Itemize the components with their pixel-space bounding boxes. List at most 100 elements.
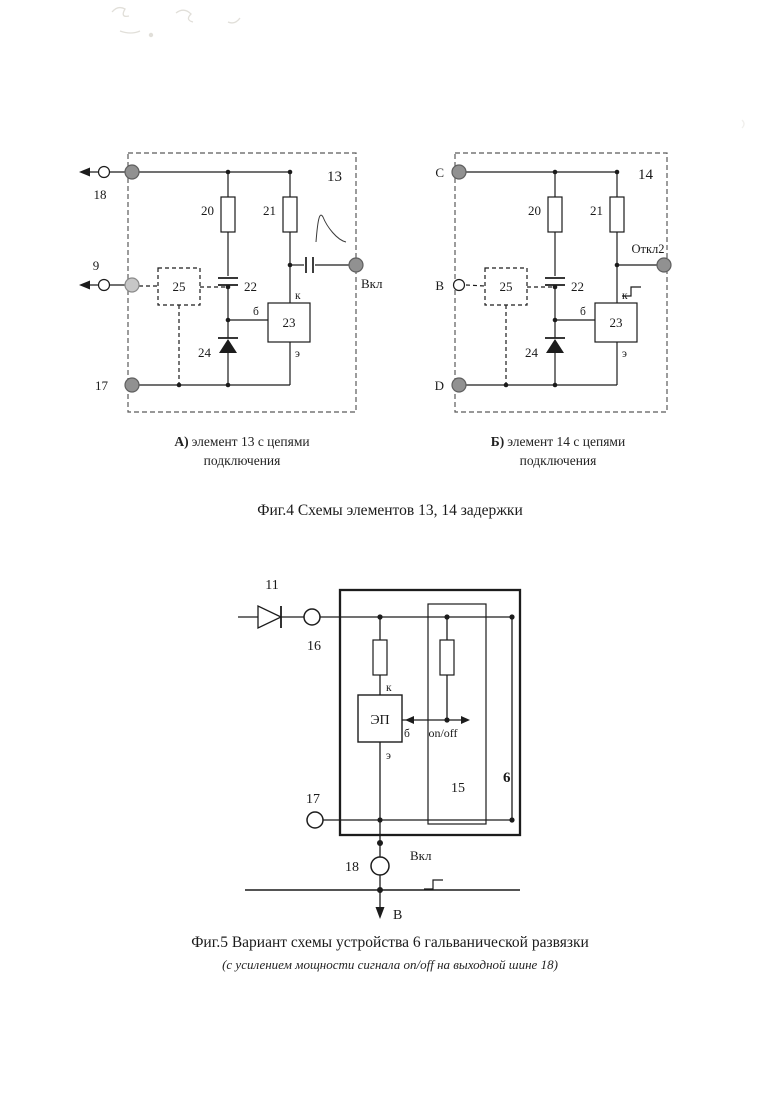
terminal-17: [306, 811, 324, 829]
transistor-23: [594, 302, 638, 343]
step-signal-icon: [622, 286, 641, 297]
terminal-18: [370, 856, 390, 876]
transistor-23: [267, 302, 311, 343]
element14-labels: 14 C B D 20 21 22 23 24 25 к б э Откл2: [435, 165, 665, 393]
terminal-16: [303, 608, 321, 626]
resistor-21-label: 21: [590, 203, 603, 218]
input-node-9: [97, 278, 111, 292]
resistor-20-label: 20: [201, 203, 214, 218]
arrow-left-icon: [405, 716, 414, 724]
block-25-label: 25: [500, 279, 513, 294]
junction-dots: [503, 169, 620, 388]
pin-e-label: э: [386, 750, 391, 762]
junction-dots: [377, 614, 515, 893]
arrow-right-icon: [461, 716, 470, 724]
terminal-otkl2: [656, 257, 672, 273]
terminal-17: [124, 377, 140, 393]
pin-b-label: б: [404, 728, 410, 740]
resistor-20: [547, 196, 563, 233]
input-node-b: [452, 278, 466, 292]
transistor-23-label: 23: [610, 315, 623, 330]
transistor-23-label: 23: [283, 315, 296, 330]
scan-artifacts: [111, 6, 745, 129]
output-vkl-label: Вкл: [410, 848, 432, 863]
capacitor-22: [545, 277, 565, 286]
caption-b-line2: подключения: [519, 453, 597, 468]
capacitor-22-label: 22: [571, 279, 584, 294]
amplifier-ep-label: ЭП: [370, 713, 389, 728]
caption-a-text: элемент 13 с цепями: [191, 434, 310, 449]
terminal-vkl: [348, 257, 364, 273]
resistor-20-label: 20: [528, 203, 541, 218]
element14-wires: [459, 171, 660, 386]
terminal-c-label: C: [435, 165, 444, 180]
terminal-d-label: D: [435, 378, 444, 393]
fig5-diagram: 11 16 17 18 6 15 ЭП к б э on/off Вкл В: [238, 578, 522, 923]
input-b-label: B: [435, 278, 444, 293]
output-capacitor: [305, 257, 314, 273]
resistor-21: [609, 196, 625, 233]
diode-11: [257, 604, 283, 630]
element14-boundary: [454, 152, 668, 413]
input-node-18: [97, 165, 111, 179]
diode-11-label: 11: [265, 578, 278, 593]
terminal-18: [124, 164, 140, 180]
pulse-waveform-icon: [315, 214, 347, 243]
fig5-subcaption: (с усилением мощности сигнала on/off на …: [222, 957, 558, 972]
element13-labels: 13 18 9 17 20 21 22 23 24 25 к б э Вкл: [93, 169, 383, 393]
caption-a-prefix: А): [174, 434, 189, 449]
arrow-down-icon: [375, 907, 385, 919]
element14-shapes: [451, 152, 672, 413]
fig4-caption: Фиг.4 Схемы элементов 13, 14 задержки: [257, 502, 523, 519]
terminal-17-label: 17: [306, 792, 320, 807]
pin-e-label: э: [295, 348, 300, 360]
fig5-caption: Фиг.5 Вариант схемы устройства 6 гальван…: [191, 934, 589, 951]
resistor-left: [372, 639, 388, 676]
terminal-16-label: 16: [307, 639, 321, 654]
element13-boundary: [127, 152, 357, 413]
block-25: [157, 267, 201, 306]
block-25: [484, 267, 528, 306]
block-25-label: 25: [173, 279, 186, 294]
device-6-box: [338, 588, 522, 837]
diode-24-label: 24: [525, 345, 539, 360]
arrow-left-icon: [79, 167, 90, 177]
caption-a-line2: подключения: [203, 453, 281, 468]
capacitor-22-label: 22: [244, 279, 257, 294]
diode-24: [545, 337, 565, 353]
fig4-element-14-diagram: 14 C B D 20 21 22 23 24 25 к б э Откл2: [435, 152, 672, 413]
pin-k-label: к: [295, 290, 301, 302]
fig4-caption-b: Б)элемент 14 с цепями подключения: [458, 432, 658, 470]
step-signal-icon: [424, 879, 443, 890]
element-id-label: 13: [327, 169, 342, 185]
resistor-right: [439, 639, 455, 676]
diode-24-label: 24: [198, 345, 212, 360]
caption-b-prefix: Б): [490, 434, 505, 449]
on-off-label: on/off: [428, 726, 457, 740]
bus-v-label: В: [393, 908, 402, 923]
inner-block-15-box: [427, 603, 487, 825]
element-id-label: 14: [638, 167, 654, 183]
element13-shapes: [79, 152, 364, 413]
fig5-labels: 11 16 17 18 6 15 ЭП к б э on/off Вкл В: [265, 578, 511, 923]
amplifier-ep-box: [357, 694, 403, 743]
pin-k-label: к: [622, 290, 628, 302]
arrow-left-icon: [79, 280, 90, 290]
fig4-caption-a: А)элемент 13 с цепями подключения: [142, 432, 342, 470]
terminal-9: [124, 277, 140, 293]
pin-b-label: б: [580, 306, 586, 318]
output-vkl-label: Вкл: [361, 276, 383, 291]
resistor-21-label: 21: [263, 203, 276, 218]
junction-dots: [176, 169, 293, 388]
element13-wires: [84, 171, 350, 386]
inner-block-15-label: 15: [451, 781, 465, 796]
fig5-shapes: [238, 588, 522, 919]
terminal-c: [451, 164, 467, 180]
terminal-17-label: 17: [95, 378, 109, 393]
output-otkl2-label: Откл2: [631, 242, 664, 256]
resistor-20: [220, 196, 236, 233]
pin-e-label: э: [622, 348, 627, 360]
caption-b-text: элемент 14 с цепями: [507, 434, 626, 449]
